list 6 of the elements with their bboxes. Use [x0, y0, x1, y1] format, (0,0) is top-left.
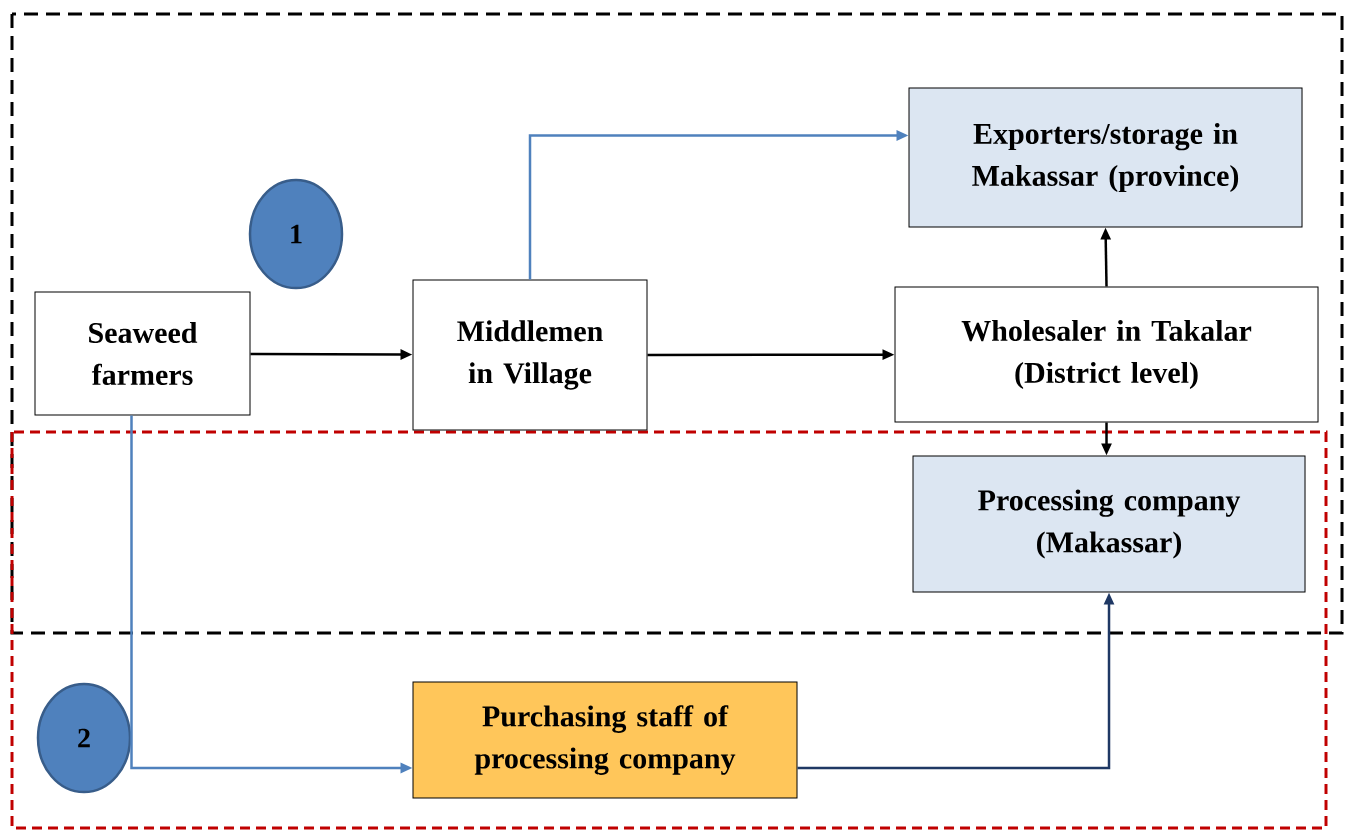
process-box: Processing company (Makassar) [912, 455, 1306, 593]
process-box: Seaweed farmers [34, 291, 251, 416]
process-box: Exporters/storage in Makassar (province) [908, 87, 1303, 228]
process-box: Wholesaler in Takalar (District level) [894, 286, 1319, 423]
process-box: Middlemen in Village [412, 279, 648, 431]
process-box: Purchasing staff of processing company [412, 681, 798, 799]
